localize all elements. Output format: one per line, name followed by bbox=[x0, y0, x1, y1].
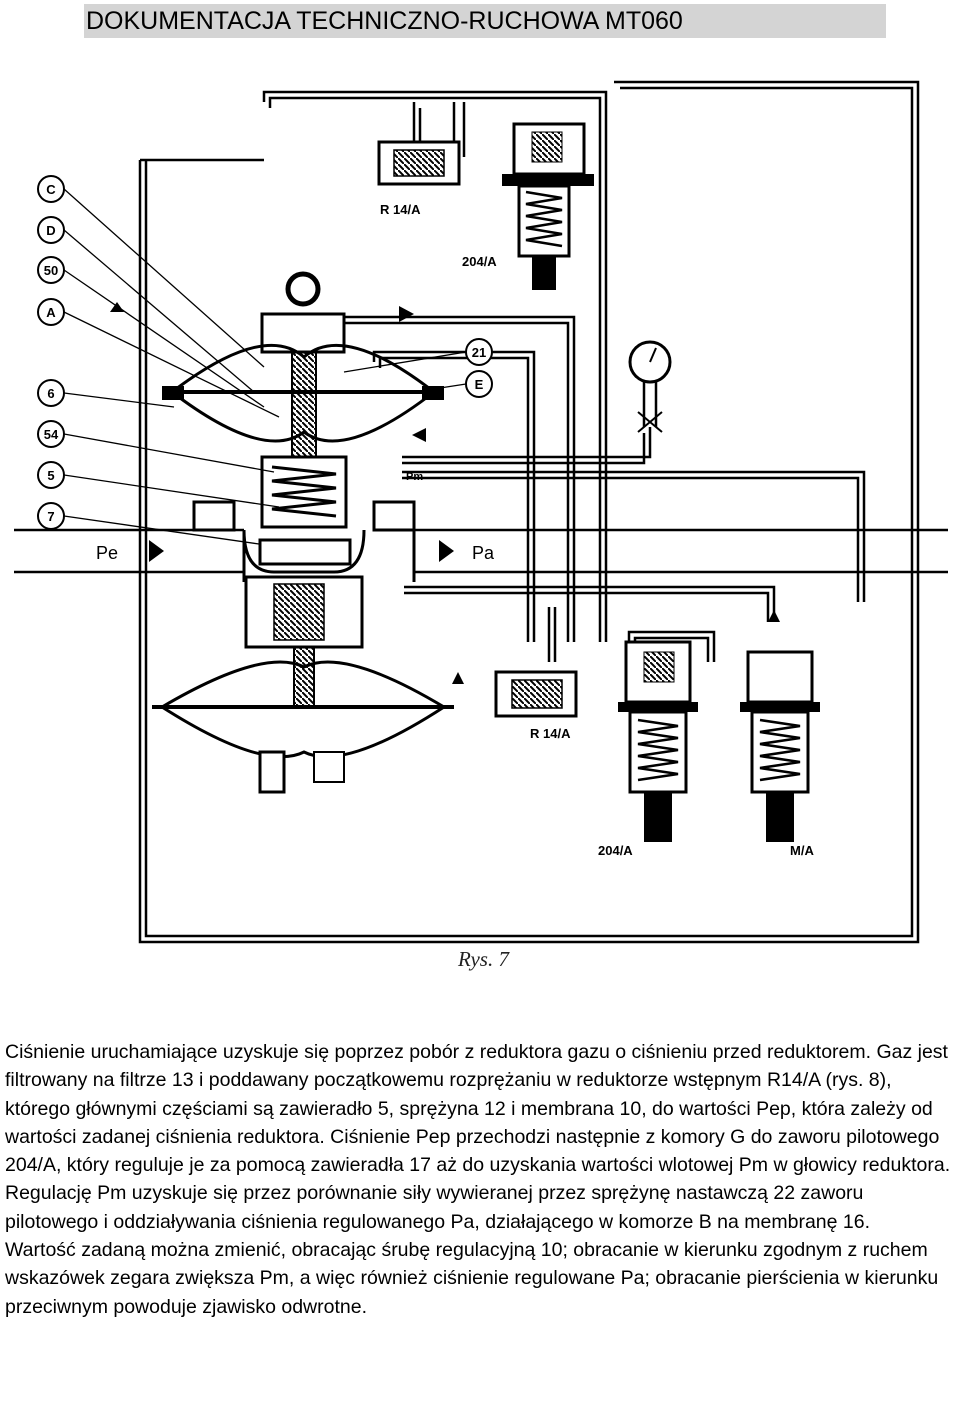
pre-regulator-r14a-bottom bbox=[494, 670, 578, 718]
regulator-schematic-figure: C D 50 A 6 54 5 7 21 E R 14/A 204/A Pm P… bbox=[14, 62, 948, 980]
pressure-gauge bbox=[628, 340, 672, 433]
label-204a-bottom: 204/A bbox=[598, 843, 633, 858]
callout-label: 5 bbox=[47, 468, 54, 483]
monitor-pilot-ma bbox=[740, 650, 820, 842]
callout-label: A bbox=[46, 305, 56, 320]
callout-circles bbox=[37, 175, 493, 530]
callout-lines bbox=[63, 188, 467, 545]
main-gas-line bbox=[14, 528, 948, 574]
label-pa: Pa bbox=[472, 543, 495, 563]
flow-arrows bbox=[110, 302, 780, 684]
callout-label: 21 bbox=[472, 345, 486, 360]
label-r14a-bottom: R 14/A bbox=[530, 726, 571, 741]
callout-label: 6 bbox=[47, 386, 54, 401]
main-valve-body bbox=[242, 529, 416, 582]
figure-caption: Rys. 7 bbox=[458, 947, 509, 971]
paragraph: Ciśnienie uruchamiające uzyskuje się pop… bbox=[5, 1041, 951, 1233]
pre-regulator-r14a-top bbox=[377, 140, 461, 186]
callout-label: C bbox=[46, 182, 56, 197]
label-204a-top: 204/A bbox=[462, 254, 497, 269]
pilot-204a-top bbox=[502, 122, 594, 290]
callout-label: 50 bbox=[44, 263, 58, 278]
label-pe: Pe bbox=[96, 543, 118, 563]
label-r14a-top: R 14/A bbox=[380, 202, 421, 217]
callout-label: 7 bbox=[47, 509, 54, 524]
body-text: Ciśnienie uruchamiające uzyskuje się pop… bbox=[5, 1038, 957, 1321]
main-regulator-head bbox=[162, 271, 444, 532]
label-pm: Pm bbox=[406, 471, 423, 483]
label-ma: M/A bbox=[790, 843, 814, 858]
pilot-204a-bottom bbox=[618, 640, 698, 842]
callout-label: D bbox=[46, 223, 55, 238]
callout-label: 54 bbox=[44, 427, 59, 442]
monitor-regulator bbox=[152, 575, 454, 794]
paragraph: Wartość zadaną można zmienić, obracając … bbox=[5, 1239, 939, 1318]
callout-label: E bbox=[475, 377, 484, 392]
page-title: DOKUMENTACJA TECHNICZNO-RUCHOWA MT060 bbox=[84, 4, 886, 38]
